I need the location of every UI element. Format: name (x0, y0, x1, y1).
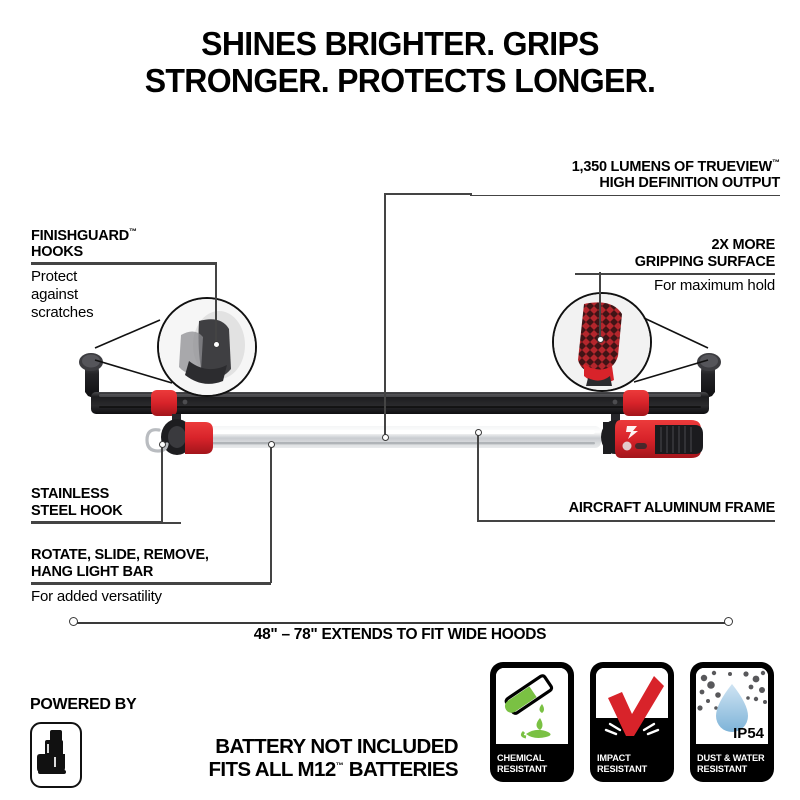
callout-stainless-hook-rule (31, 522, 181, 524)
headline-line-2: STRONGER. PROTECTS LONGER. (144, 61, 656, 99)
callout-stainless-hook-line-2: STEEL HOOK (31, 502, 123, 519)
trademark-symbol: ™ (128, 227, 137, 236)
callout-lumens-line-1: 1,350 LUMENS OF TRUEVIEW (571, 158, 773, 175)
callout-finishguard-title: FINISHGUARD™ HOOKS (31, 227, 216, 261)
leader-lumens-vertical (384, 194, 386, 438)
page-title: SHINES BRIGHTER. GRIPS STRONGER. PROTECT… (0, 25, 800, 100)
anchor-dot-finishguard (213, 341, 220, 348)
battery-note-line-1: BATTERY NOT INCLUDED (215, 735, 458, 758)
callout-rotate-slide-rule (31, 583, 271, 585)
callout-finishguard: FINISHGUARD™ HOOKS Protect against scrat… (31, 227, 216, 321)
ip-rating-label: IP54 (733, 725, 765, 742)
callout-grip-sub: For maximum hold (654, 276, 775, 294)
m12-battery-icon (30, 722, 82, 788)
leader-finishguard-horizontal (31, 262, 216, 264)
badge-impact-caption-line-2: RESISTANT (597, 764, 648, 775)
battery-note: BATTERY NOT INCLUDED FITS ALL M12™ BATTE… (150, 735, 458, 782)
callout-rotate-slide-line-1: ROTATE, SLIDE, REMOVE, (31, 547, 209, 563)
callout-aluminum-frame-title: AIRCRAFT ALUMINUM FRAME (568, 500, 776, 516)
anchor-dot-stainless-hook (159, 441, 166, 448)
leader-grip-vertical (599, 272, 601, 340)
badge-impact-resistant: IMPACT RESISTANT (590, 662, 674, 782)
badge-impact-caption-line-1: IMPACT (597, 753, 631, 764)
badge-chemical-resistant: CHEMICAL RESISTANT (490, 662, 574, 782)
badge-impact-caption: IMPACT RESISTANT (597, 753, 669, 775)
trademark-symbol: ™ (335, 761, 344, 771)
callout-grip-line-1: 2X MORE (711, 237, 775, 253)
anchor-dot-rotate-slide (268, 441, 275, 448)
callout-finishguard-line-1: FINISHGUARD (31, 227, 129, 244)
callout-finishguard-sub-line-2: against (31, 286, 78, 304)
callout-grip: 2X MORE GRIPPING SURFACE For maximum hol… (575, 237, 775, 294)
callout-lumens-title: 1,350 LUMENS OF TRUEVIEW™ HIGH DEFINITIO… (470, 158, 781, 192)
leader-frame-vertical (477, 432, 479, 521)
callout-stainless-hook-line-1: STAINLESS (31, 486, 110, 502)
anchor-dot-lumens (382, 434, 389, 441)
callout-rotate-slide-sub: For added versatility (31, 587, 162, 605)
trademark-symbol: ™ (772, 158, 780, 167)
callout-aluminum-frame: AIRCRAFT ALUMINUM FRAME (500, 500, 776, 522)
callout-rotate-slide: ROTATE, SLIDE, REMOVE, HANG LIGHT BAR Fo… (31, 547, 271, 605)
callout-rotate-slide-title: ROTATE, SLIDE, REMOVE, HANG LIGHT BAR (31, 547, 271, 580)
badge-chemical-caption-line-2: RESISTANT (497, 764, 548, 775)
callout-finishguard-sub-line-1: Protect (31, 268, 78, 286)
callout-grip-rule (575, 273, 775, 275)
impact-resistant-art (596, 668, 668, 744)
leader-lumens-horizontal (384, 193, 472, 195)
callout-lumens: 1,350 LUMENS OF TRUEVIEW™ HIGH DEFINITIO… (470, 158, 781, 197)
dimension-label: 48" – 78" EXTENDS TO FIT WIDE HOODS (253, 626, 547, 643)
leader-rotate-vertical (270, 446, 272, 583)
dimension-line (72, 622, 728, 624)
callout-grip-title: 2X MORE GRIPPING SURFACE (575, 237, 775, 270)
headline-line-1: SHINES BRIGHTER. GRIPS (201, 25, 599, 62)
anchor-dot-grip (597, 336, 604, 343)
callout-grip-line-2: GRIPPING SURFACE (634, 253, 775, 270)
callout-finishguard-line-2: HOOKS (31, 244, 83, 261)
badge-chemical-caption: CHEMICAL RESISTANT (497, 753, 569, 775)
leader-rotate-horizontal (31, 582, 271, 584)
battery-note-line-2b: BATTERIES (343, 758, 459, 782)
badge-dust-water-resistant: IP54 DUST & WATER RESISTANT (690, 662, 774, 782)
leader-finishguard-vertical (215, 262, 217, 345)
callout-rotate-slide-line-2: HANG LIGHT BAR (31, 563, 154, 580)
chemical-resistant-art (496, 668, 568, 744)
badge-dust-water-caption: DUST & WATER RESISTANT (697, 753, 769, 775)
dust-water-resistant-art: IP54 (696, 668, 768, 744)
callout-finishguard-sub-line-3: scratches (31, 303, 94, 321)
callout-stainless-hook-title: STAINLESS STEEL HOOK (31, 486, 181, 519)
anchor-dot-aluminum-frame (475, 429, 482, 436)
product-image (55, 330, 745, 470)
callout-finishguard-sub: Protect against scratches (31, 268, 216, 321)
leader-hook-vertical (161, 446, 163, 522)
badge-dust-water-caption-line-1: DUST & WATER (697, 753, 765, 764)
badge-dust-water-caption-line-2: RESISTANT (697, 764, 748, 775)
callout-lumens-line-2: HIGH DEFINITION OUTPUT (599, 175, 780, 192)
dimension-cap-right (724, 617, 733, 626)
dimension-cap-left (69, 617, 78, 626)
battery-note-line-2a: FITS ALL M12 (208, 758, 336, 782)
callout-stainless-hook: STAINLESS STEEL HOOK (31, 486, 181, 524)
leader-frame-horizontal (477, 520, 775, 522)
milwaukee-lightning-logo (626, 426, 638, 439)
leader-hook-horizontal (31, 521, 162, 523)
callout-finishguard-rule (31, 263, 216, 266)
callout-lumens-rule (470, 194, 780, 197)
powered-by-label: POWERED BY (30, 696, 137, 713)
badge-chemical-caption-line-1: CHEMICAL (497, 753, 545, 764)
